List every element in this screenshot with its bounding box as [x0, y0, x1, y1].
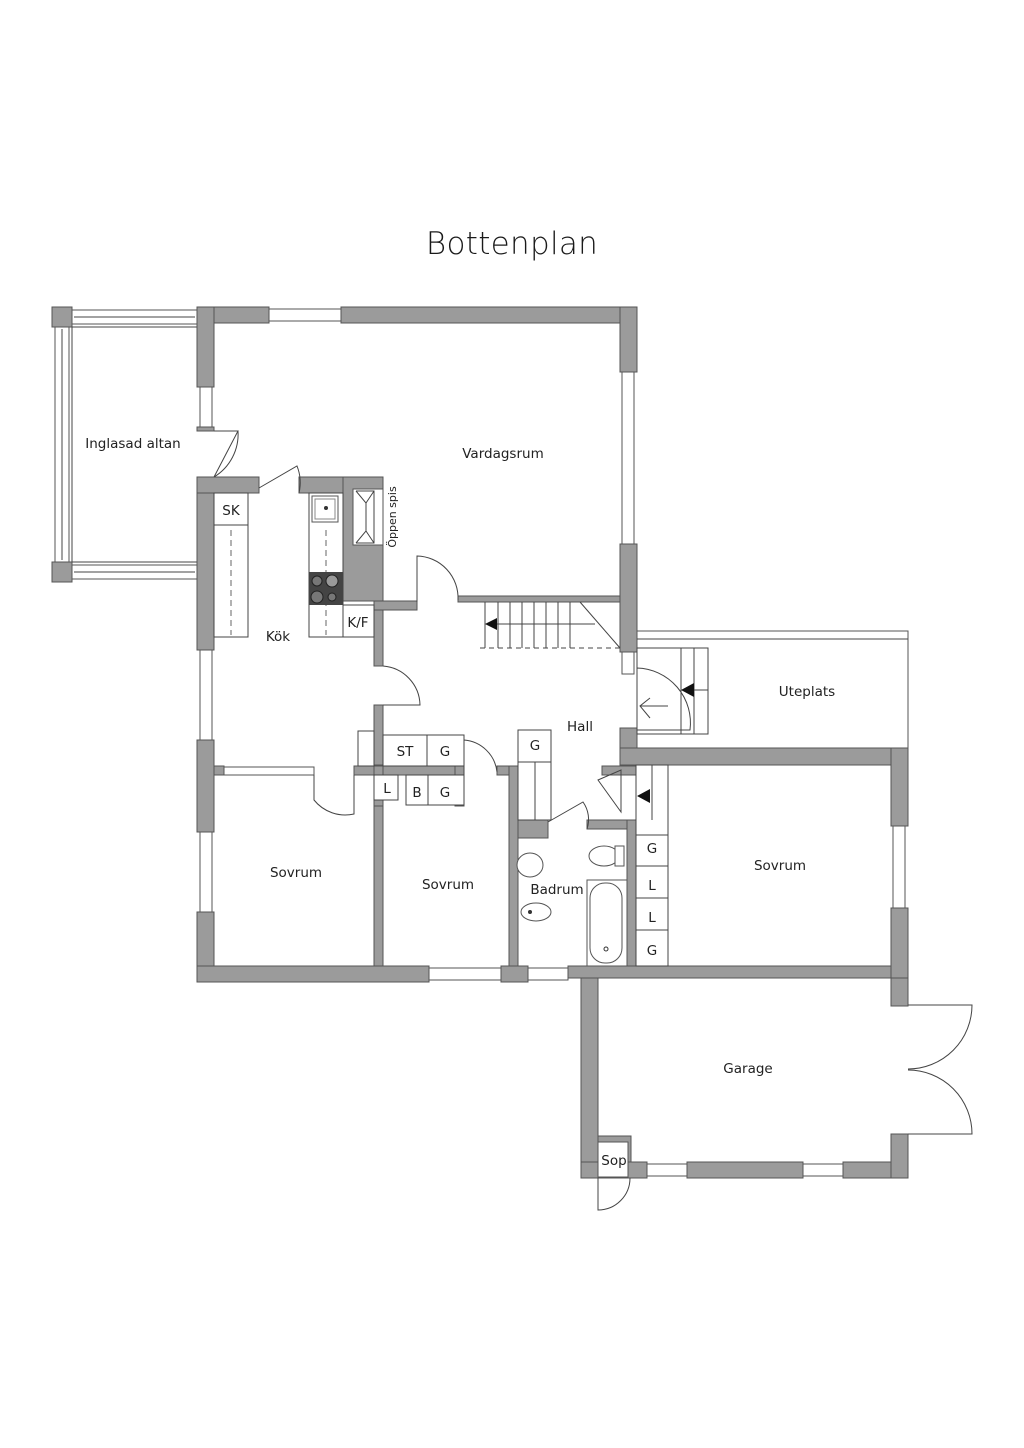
garage-walls — [580, 977, 973, 1211]
storage-label-kf: K/F — [347, 615, 368, 631]
hall-closets — [357, 729, 669, 967]
storage-label-st: ST — [397, 744, 415, 760]
storage-label-g: G — [647, 943, 657, 959]
bathroom-fixtures — [516, 845, 628, 967]
storage-label-l: L — [648, 910, 656, 926]
exterior-walls — [196, 306, 909, 983]
room-label-bedroom-1: Sovrum — [270, 865, 322, 881]
kitchen-fixtures — [213, 492, 375, 638]
room-label-glazed-porch: Inglasad altan — [85, 436, 180, 452]
room-label-kitchen: Kök — [266, 629, 290, 645]
room-label-hall: Hall — [567, 719, 593, 735]
storage-label-sk: SK — [222, 503, 241, 519]
storage-label-l: L — [648, 878, 656, 894]
room-label-bedroom-2: Sovrum — [422, 877, 474, 893]
doors — [213, 430, 691, 830]
room-label-bathroom: Badrum — [530, 882, 583, 898]
storage-label-g: G — [440, 744, 450, 760]
storage-label-g: G — [647, 841, 657, 857]
storage-label-g: G — [530, 738, 540, 754]
storage-label-l: L — [383, 781, 391, 797]
room-label-living-room: Vardagsrum — [462, 446, 543, 462]
room-label-patio: Uteplats — [779, 684, 835, 700]
storage-label-b: B — [412, 785, 421, 801]
fireplace-label: Öppen spis — [386, 486, 399, 548]
room-label-garage: Garage — [723, 1061, 772, 1077]
room-label-bedroom-3: Sovrum — [754, 858, 806, 874]
staircase — [480, 601, 621, 649]
plan-title: Bottenplan — [425, 226, 599, 262]
patio — [636, 630, 909, 749]
storage-label-g: G — [440, 785, 450, 801]
room-label-waste: Sop — [601, 1153, 626, 1169]
